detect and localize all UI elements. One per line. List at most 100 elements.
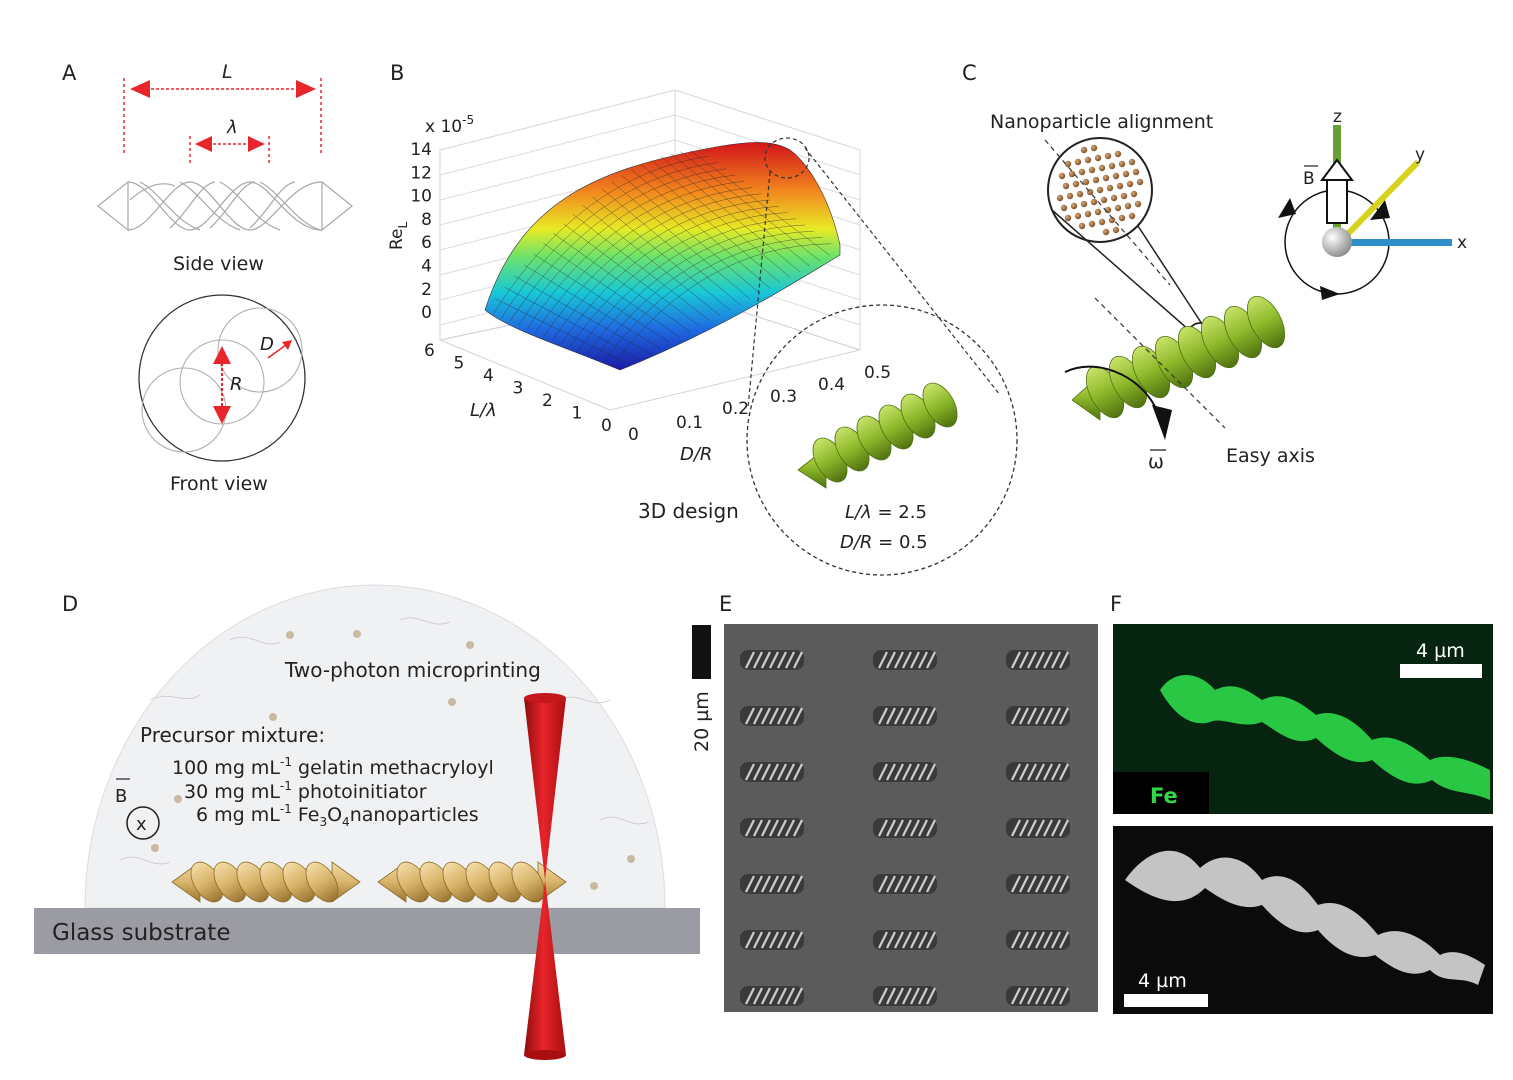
- z-tick-12: 12: [410, 163, 432, 183]
- front-view-outer-circle: [138, 294, 306, 462]
- scale-label-e: 20 µm: [691, 691, 713, 752]
- line3-exp: -1: [280, 802, 292, 816]
- x-label: x: [1457, 233, 1467, 253]
- r-arrow-bottom: [213, 406, 231, 424]
- scale-bar-e: [692, 625, 711, 679]
- panel-c-letter: C: [962, 61, 977, 85]
- sem-helix: [740, 762, 804, 782]
- front-view-label: Front view: [170, 473, 268, 495]
- sem-helix: [1006, 762, 1070, 782]
- sem-helix: [740, 706, 804, 726]
- b-field-arrow-body: [1326, 174, 1348, 224]
- z-tick-14: 14: [410, 140, 432, 160]
- design-eq-2-rhs: = 0.5: [872, 532, 927, 553]
- rotation-arrow-head: [1152, 405, 1172, 440]
- scale-label-f-top: 4 µm: [1416, 640, 1465, 662]
- x-tick-4: 4: [483, 366, 494, 386]
- sem-helix: [1006, 986, 1070, 1006]
- nanoparticles: [1056, 144, 1144, 236]
- line3-mid: Fe: [292, 804, 320, 826]
- sem-helix: [873, 650, 937, 670]
- glass-substrate-label: Glass substrate: [52, 920, 230, 946]
- y-tick-0.4: 0.4: [818, 375, 845, 395]
- multiplier-label: x 10-5: [425, 113, 474, 137]
- zoom-line-b: [1137, 225, 1205, 328]
- l-arrow-right: [296, 80, 316, 98]
- scale-bar-f-top: [1400, 664, 1482, 678]
- sem-helix: [873, 818, 937, 838]
- z-tick-8: 8: [421, 210, 432, 230]
- sem-helix: [740, 930, 804, 950]
- sem-helix: [873, 762, 937, 782]
- laser-bottom-cap: [524, 1050, 566, 1060]
- y-tick-0: 0: [628, 425, 639, 445]
- origin-sphere: [1322, 227, 1352, 257]
- scale-label-f-bottom: 4 µm: [1138, 970, 1187, 992]
- y-axis-label: D/R: [680, 444, 712, 465]
- zoom-line-a: [1051, 209, 1198, 338]
- panel-a-letter: A: [62, 61, 77, 85]
- z-axis-main: Re: [387, 228, 407, 250]
- line1-exp: -1: [280, 755, 292, 769]
- gold-helix-2: [377, 861, 567, 903]
- sem-helix: [740, 650, 804, 670]
- sem-helix: [1006, 818, 1070, 838]
- sem-helix-array: [740, 650, 1070, 1006]
- rotation-arrow-3: [1370, 200, 1390, 220]
- b-label-d: B: [115, 786, 127, 807]
- r-label: R: [230, 374, 243, 395]
- sem-helix: [740, 986, 804, 1006]
- panel-a: A L λ Side view: [62, 61, 353, 495]
- line3-post: nanoparticles: [350, 804, 479, 826]
- y-label: y: [1415, 145, 1425, 165]
- scale-bar-f-bottom: [1124, 994, 1208, 1007]
- line3-o: O: [327, 804, 342, 826]
- multiplier-prefix: x 10: [425, 117, 462, 137]
- sem-helix: [873, 706, 937, 726]
- omega-label: ω: [1148, 451, 1164, 473]
- fe-label-box: [1113, 772, 1209, 814]
- sem-helix: [873, 930, 937, 950]
- gold-helix-1: [171, 861, 361, 903]
- fe-signal: [1160, 674, 1490, 800]
- zoom-line-left: [747, 171, 771, 409]
- alignment-axis-dashed: [1044, 139, 1171, 286]
- side-view-label: Side view: [173, 253, 264, 275]
- lambda-label: λ: [226, 117, 238, 138]
- panel-e-letter: E: [719, 592, 732, 616]
- l-arrow-left: [130, 80, 150, 98]
- sem-helix: [740, 874, 804, 894]
- laser-lower-cone: [524, 880, 566, 1055]
- b-label-c: B: [1303, 169, 1315, 189]
- z-tick-6: 6: [421, 233, 432, 253]
- line3-sub1: 3: [319, 815, 327, 829]
- line2-post: photoinitiator: [292, 781, 427, 803]
- z-label: z: [1333, 107, 1342, 127]
- precursor-line-3: 6 mg mL-1 Fe3O4nanoparticles: [196, 802, 479, 829]
- line1-post: gelatin methacryloyl: [292, 757, 494, 779]
- z-tick-10: 10: [410, 187, 432, 207]
- y-tick-0.3: 0.3: [770, 387, 797, 407]
- d-label: D: [260, 334, 274, 355]
- line3-sub2: 4: [342, 815, 350, 829]
- helix-c: [1071, 295, 1286, 421]
- helix-side-view: [97, 180, 353, 232]
- b-into-page-x: x: [136, 814, 147, 835]
- x-axis-rod: [1340, 239, 1452, 246]
- panel-f-letter: F: [1110, 592, 1122, 616]
- nanoparticles-d: [151, 630, 635, 890]
- y-tick-0.5: 0.5: [864, 363, 891, 383]
- sem-helix: [1006, 650, 1070, 670]
- y-tick-0.1: 0.1: [676, 413, 703, 433]
- design-eq-1: L/λ = 2.5: [845, 502, 927, 523]
- laser-upper-cone: [524, 698, 566, 880]
- design-eq-2-lhs: D/R: [840, 532, 872, 553]
- x-tick-6: 6: [424, 341, 435, 361]
- zoom-source-marker: [764, 137, 810, 179]
- polymer-strands: [119, 617, 649, 865]
- z-tick-4: 4: [421, 257, 432, 277]
